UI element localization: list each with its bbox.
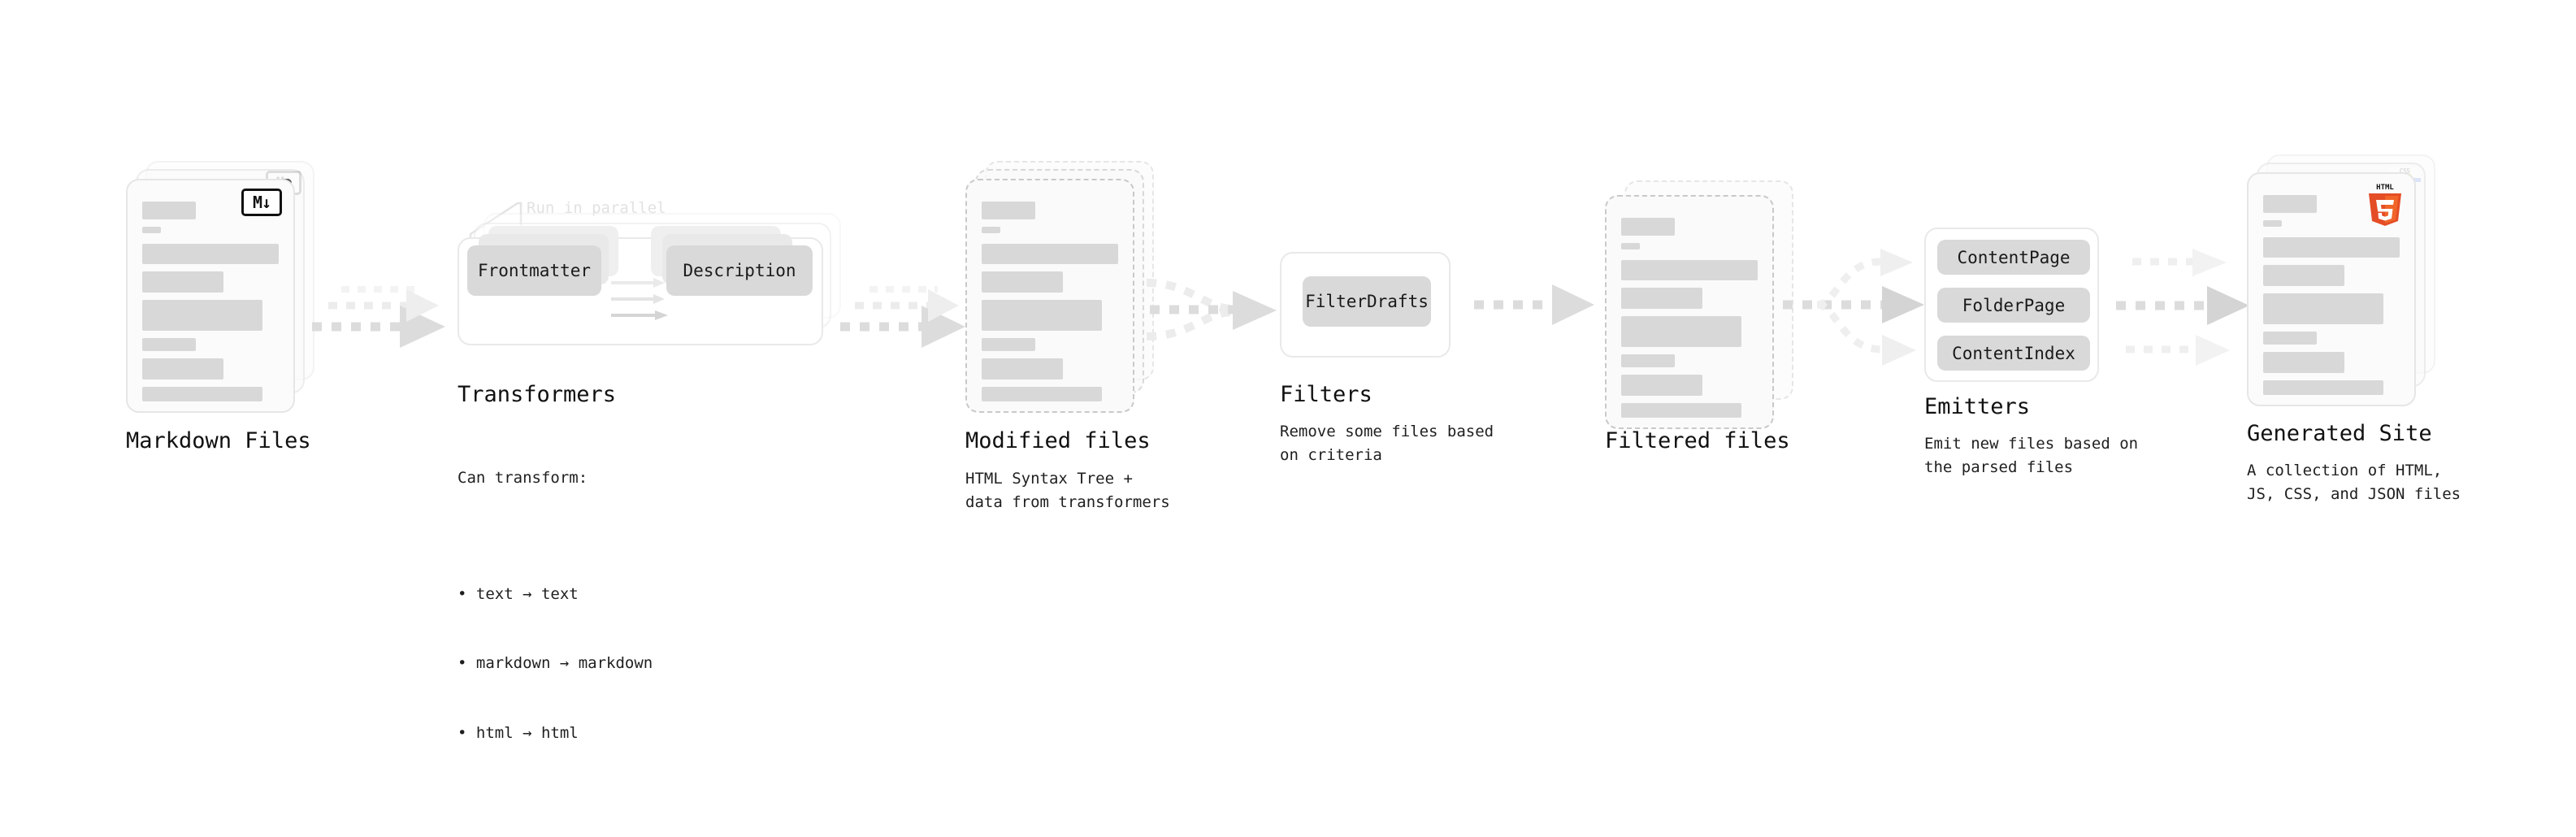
skeleton-row: [982, 271, 1063, 293]
skeleton-row: [982, 300, 1102, 331]
skeleton-row: [142, 358, 223, 379]
generated-site-card-stack: CSS HTML: [2247, 154, 2458, 406]
flow-arrow-1: [312, 286, 445, 348]
emitters-group: ContentPage FolderPage ContentIndex: [1924, 228, 2099, 382]
skeleton-row: [1621, 375, 1702, 396]
emitter-chip-contentpage[interactable]: ContentPage: [1937, 240, 2090, 275]
skeleton-row: [2263, 237, 2400, 258]
skeleton-row: [982, 202, 1035, 219]
skeleton-rows: [1621, 218, 1758, 425]
svg-text:HTML: HTML: [2376, 184, 2394, 192]
skeleton-rows: [2263, 195, 2400, 402]
skeleton-row: [1621, 218, 1675, 236]
skeleton-row: [2263, 293, 2383, 324]
filtered-file-card-front: [1605, 195, 1774, 429]
stage-title-transformers: Transformers: [458, 382, 617, 407]
inner-transformer-arrows: [611, 278, 668, 320]
skeleton-row: [142, 202, 196, 219]
skeleton-row: [2263, 352, 2344, 373]
skeleton-row: [1621, 243, 1640, 249]
html5-icon: HTML: [2369, 184, 2401, 226]
modified-file-card-front: [965, 179, 1134, 413]
transformers-bullet: html → html: [458, 722, 653, 745]
stage-title-markdown-files: Markdown Files: [126, 428, 311, 453]
skeleton-row: [142, 227, 161, 233]
markdown-files-card-stack: M↓ M↓ M↓: [126, 161, 337, 413]
filter-chip-filterdrafts[interactable]: FilterDrafts: [1303, 276, 1431, 327]
generated-site-description: A collection of HTML, JS, CSS, and JSON …: [2247, 462, 2461, 503]
skeleton-row: [142, 271, 223, 293]
skeleton-row: [982, 338, 1035, 351]
skeleton-row: [142, 387, 262, 401]
skeleton-row: [982, 387, 1102, 401]
modified-files-description: HTML Syntax Tree + data from transformer…: [965, 470, 1170, 511]
stage-title-filtered-files: Filtered files: [1605, 428, 1790, 453]
skeleton-row: [982, 244, 1118, 264]
skeleton-row: [142, 244, 279, 264]
skeleton-row: [2263, 380, 2383, 395]
emitters-description: Emit new files based on the parsed files: [1924, 435, 2139, 476]
skeleton-row: [2263, 332, 2317, 345]
markdown-file-card-front: M↓: [126, 179, 295, 413]
skeleton-rows: [982, 202, 1118, 409]
skeleton-row: [1621, 354, 1675, 367]
skeleton-row: [982, 227, 1000, 233]
skeleton-row: [1621, 260, 1758, 280]
stage-title-generated-site: Generated Site: [2247, 421, 2432, 446]
flow-arrow-4: [1474, 284, 1594, 325]
emitter-chip-folderpage[interactable]: FolderPage: [1937, 288, 2090, 323]
markdown-badge-icon: M↓: [241, 189, 282, 216]
transformers-bullet: markdown → markdown: [458, 652, 653, 675]
skeleton-rows: [142, 202, 279, 409]
generated-site-card-html: HTML: [2247, 172, 2416, 406]
stage-title-modified-files: Modified files: [965, 428, 1151, 453]
flow-arrow-6: [2116, 249, 2249, 366]
skeleton-row: [1621, 403, 1741, 418]
filtered-files-card-stack: [1605, 180, 1816, 439]
emitter-chip-contentindex[interactable]: ContentIndex: [1937, 336, 2090, 371]
skeleton-row: [1621, 316, 1741, 347]
stage-title-filters: Filters: [1280, 382, 1373, 407]
transformers-sub-lead: Can transform:: [458, 469, 588, 487]
skeleton-row: [982, 358, 1063, 379]
skeleton-row: [1621, 288, 1702, 309]
transformers-description: Can transform: text → text markdown → ma…: [458, 420, 653, 837]
flow-arrow-2: [840, 286, 965, 348]
skeleton-row: [142, 338, 196, 351]
transformer-chip-frontmatter[interactable]: Frontmatter: [467, 245, 601, 296]
transformers-bullet: text → text: [458, 583, 653, 606]
skeleton-row: [2263, 265, 2344, 286]
flow-arrow-3: [1146, 279, 1277, 340]
filters-description: Remove some files based on criteria: [1280, 423, 1494, 464]
skeleton-row: [2263, 220, 2282, 227]
skeleton-row: [142, 300, 262, 331]
pipeline-diagram: M↓ M↓ M↓ Markdown Files: [0, 0, 2576, 681]
modified-files-card-stack: [965, 161, 1177, 413]
parallel-label: Run in parallel: [527, 199, 666, 217]
flow-arrow-5-fanout: [1783, 249, 1924, 366]
skeleton-row: [2263, 195, 2317, 213]
transformer-chip-description[interactable]: Description: [666, 245, 813, 296]
filters-group: FilterDrafts: [1280, 252, 1451, 358]
stage-title-emitters: Emitters: [1924, 394, 2031, 419]
transformer-group-front: Frontmatter Description: [458, 226, 823, 345]
transformers-bullet-list: text → text markdown → markdown html → h…: [458, 536, 653, 791]
